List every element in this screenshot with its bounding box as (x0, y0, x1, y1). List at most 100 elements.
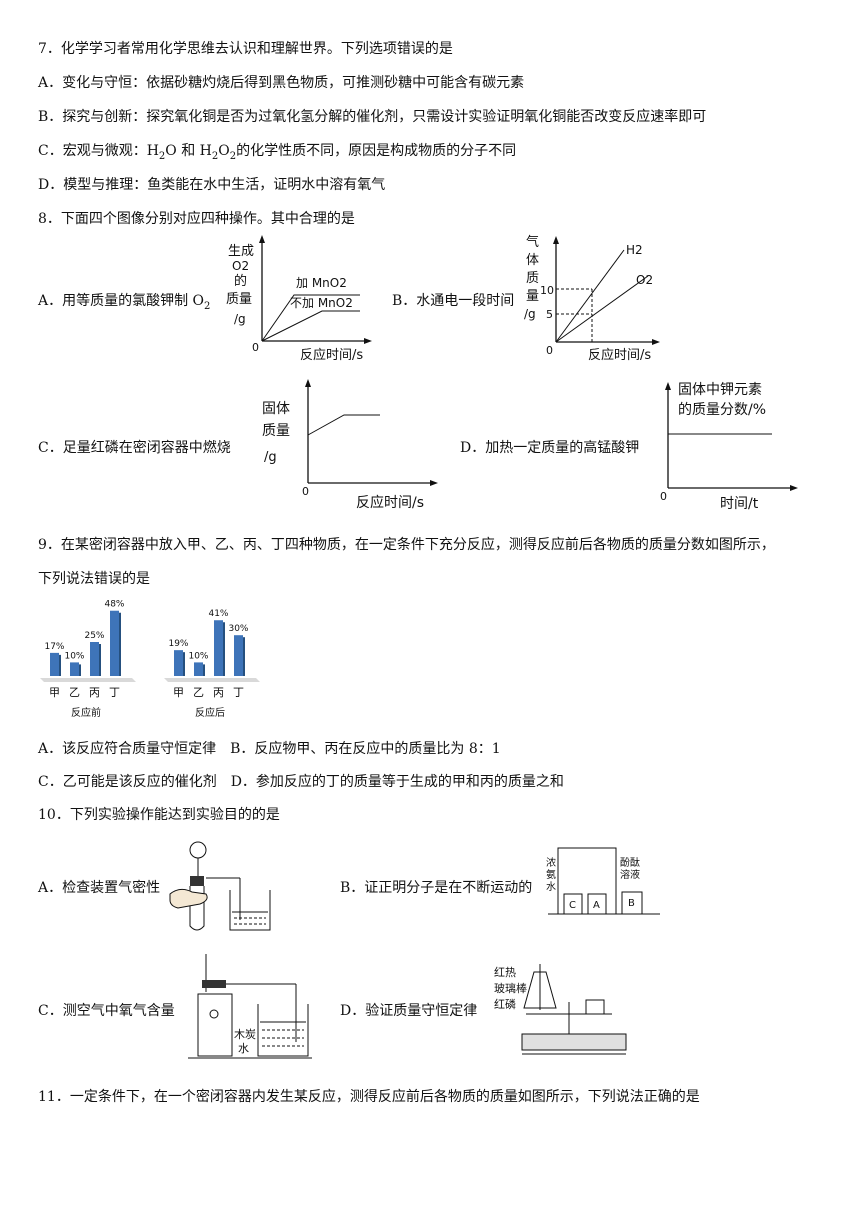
graph-d-xlabel: 时间/t (720, 496, 759, 512)
q8-graph-c: 固体 质量 /g 0 反应时间/s (262, 379, 438, 511)
graph-d-origin: 0 (660, 490, 667, 503)
graph-c-origin: 0 (302, 485, 309, 498)
bar-2 (90, 642, 99, 676)
bar-3 (234, 635, 243, 676)
bar-1 (194, 662, 203, 676)
q9-stem-1: 9．在某密闭容器中放入甲、乙、丙、丁四种物质，在一定条件下充分反应，测得反应前后… (38, 537, 775, 553)
fig-b-left-1: 浓 (546, 857, 556, 869)
bar-side-1 (79, 664, 81, 676)
fig-d-label-2: 玻璃棒 (494, 981, 527, 995)
graph-c-xlabel: 反应时间/s (356, 494, 424, 511)
graph-b-ylabel-5: /g (524, 307, 536, 321)
fig-c-charcoal: 木炭 (234, 1028, 256, 1041)
q10-figure-c-apparatus: 木炭 水 (188, 954, 312, 1059)
q7-option-d: D．模型与推理：鱼类能在水中生活，证明水中溶有氧气 (38, 177, 386, 193)
q7-option-c: C．宏观与微观：H2O 和 H2O2的化学性质不同，原因是构成物质的分子不同 (38, 143, 517, 162)
q8-option-d-label: D．加热一定质量的高锰酸钾 (460, 440, 640, 456)
fig-d-label-3: 红磷 (494, 998, 516, 1011)
q10-figure-a-apparatus (169, 841, 271, 931)
q7-option-a: A．变化与守恒：依据砂糖灼烧后得到黑色物质，可推测砂糖中可能含有碳元素 (38, 75, 525, 91)
fig-b-left-3: 水 (546, 881, 556, 893)
q10-option-d-label: D．验证质量守恒定律 (340, 1003, 478, 1019)
graph-b-xlabel: 反应时间/s (588, 347, 651, 363)
graph-a-ylabel-1: 生成 (228, 244, 254, 259)
graph-b-ylabel-4: 量 (526, 289, 539, 304)
q8-graph-d: 固体中钾元素 的质量分数/% 0 时间/t (660, 382, 798, 512)
bar-category-label: 丁 (109, 686, 120, 699)
graph-c-ylabel-1: 固体 (262, 401, 290, 417)
fig-b-beaker-a: A (593, 900, 600, 911)
q8-option-a-label: A．用等质量的氯酸钾制 O2 (38, 293, 211, 312)
q10-stem: 10．下列实验操作能达到实验目的的是 (38, 807, 280, 823)
hand-icon (169, 888, 208, 909)
graph-b-tick-5: 5 (546, 308, 553, 321)
q10-option-b-label: B．证正明分子是在不断运动的 (340, 880, 533, 896)
graph-a-xlabel: 反应时间/s (300, 347, 363, 363)
graph-a-ylabel-3: 的 (234, 273, 247, 289)
bar-data-label: 30% (228, 624, 248, 634)
bar-side-3 (243, 637, 245, 676)
bar-category-label: 甲 (173, 686, 184, 699)
bar-chart-floor (164, 678, 260, 682)
q10-option-a-label: A．检查装置气密性 (38, 880, 161, 896)
fig-d-label-1: 红热 (494, 966, 516, 979)
graph-b-ylabel-1: 气 (526, 234, 539, 250)
bar-category-label: 丁 (233, 686, 244, 699)
q10-option-c-label: C．测空气中氧气含量 (38, 1003, 175, 1019)
graph-b-line1-label: H2 (626, 243, 643, 257)
bar-chart-floor (40, 678, 136, 682)
bar-side-1 (203, 664, 205, 676)
bar-1 (70, 662, 79, 676)
bar-data-label: 17% (44, 642, 64, 652)
q10-figure-b-apparatus: 浓 氨 水 酚酞 溶液 C A B (546, 847, 660, 915)
bar-side-2 (223, 622, 225, 676)
graph-c-ylabel-3: /g (264, 450, 277, 465)
bar-0 (50, 652, 59, 676)
q10-figure-d-apparatus: 红热 玻璃棒 红磷 (494, 964, 627, 1055)
q9-stem-2: 下列说法错误的是 (38, 571, 150, 587)
bar-category-label: 乙 (69, 686, 80, 699)
fig-b-beaker-b: B (628, 898, 635, 909)
bar-2 (214, 620, 223, 676)
graph-d-ylabel-1: 固体中钾元素 (678, 382, 762, 398)
fig-b-right-2: 溶液 (620, 868, 640, 881)
q11-stem: 11．一定条件下，在一个密闭容器内发生某反应，测得反应前后各物质的质量如图所示，… (38, 1089, 700, 1105)
bar-3 (110, 610, 119, 676)
q9-options-ab: A．该反应符合质量守恒定律 B．反应物甲、丙在反应中的质量比为 8：1 (38, 741, 501, 757)
bar-side-2 (99, 644, 101, 676)
graph-a-line2-label: 不加 MnO2 (290, 296, 353, 310)
graph-a-ylabel-4: 质量 (226, 292, 252, 307)
bar-data-label: 25% (84, 631, 104, 641)
bar-data-label: 19% (168, 639, 188, 649)
graph-a-ylabel-5: /g (234, 312, 246, 326)
bar-category-label: 甲 (49, 686, 60, 699)
bar-data-label: 10% (64, 651, 84, 661)
graph-d-ylabel-2: 的质量分数/% (678, 402, 766, 418)
bar-side-3 (119, 612, 121, 676)
bar-0 (174, 650, 183, 676)
graph-a-line1-label: 加 MnO2 (296, 276, 347, 290)
fig-c-water: 水 (238, 1042, 249, 1055)
q8-option-b-label: B．水通电一段时间 (392, 293, 515, 309)
q7-option-b: B．探究与创新：探究氧化铜是否为过氧化氢分解的催化剂，只需设计实验证明氧化铜能否… (38, 109, 707, 125)
q8-graph-a: 生成 O2 的 质量 /g 0 反应时间/s 加 MnO2 不加 MnO2 (226, 235, 372, 363)
q8-graph-b: 气 体 质 量 /g 10 5 0 反应时间/s H2 O2 (524, 234, 660, 363)
graph-a-ylabel-2: O2 (232, 259, 249, 273)
bar-data-label: 41% (208, 609, 228, 619)
bar-chart-title: 反应前 (71, 706, 101, 719)
bar-chart-title: 反应后 (195, 706, 225, 719)
bar-category-label: 丙 (89, 686, 100, 699)
fig-b-left-2: 氨 (546, 868, 556, 881)
bar-side-0 (59, 654, 61, 676)
q8-stem: 8．下面四个图像分别对应四种操作。其中合理的是 (38, 211, 355, 227)
graph-b-line2-label: O2 (636, 273, 653, 287)
graph-c-ylabel-2: 质量 (262, 423, 290, 439)
fig-b-right-1: 酚酞 (620, 856, 640, 869)
bar-data-label: 10% (188, 651, 208, 661)
bar-category-label: 丙 (213, 686, 224, 699)
graph-b-ylabel-3: 质 (526, 271, 539, 286)
q9-options-cd: C．乙可能是该反应的催化剂 D．参加反应的丁的质量等于生成的甲和丙的质量之和 (38, 774, 564, 790)
graph-b-origin: 0 (546, 344, 553, 357)
